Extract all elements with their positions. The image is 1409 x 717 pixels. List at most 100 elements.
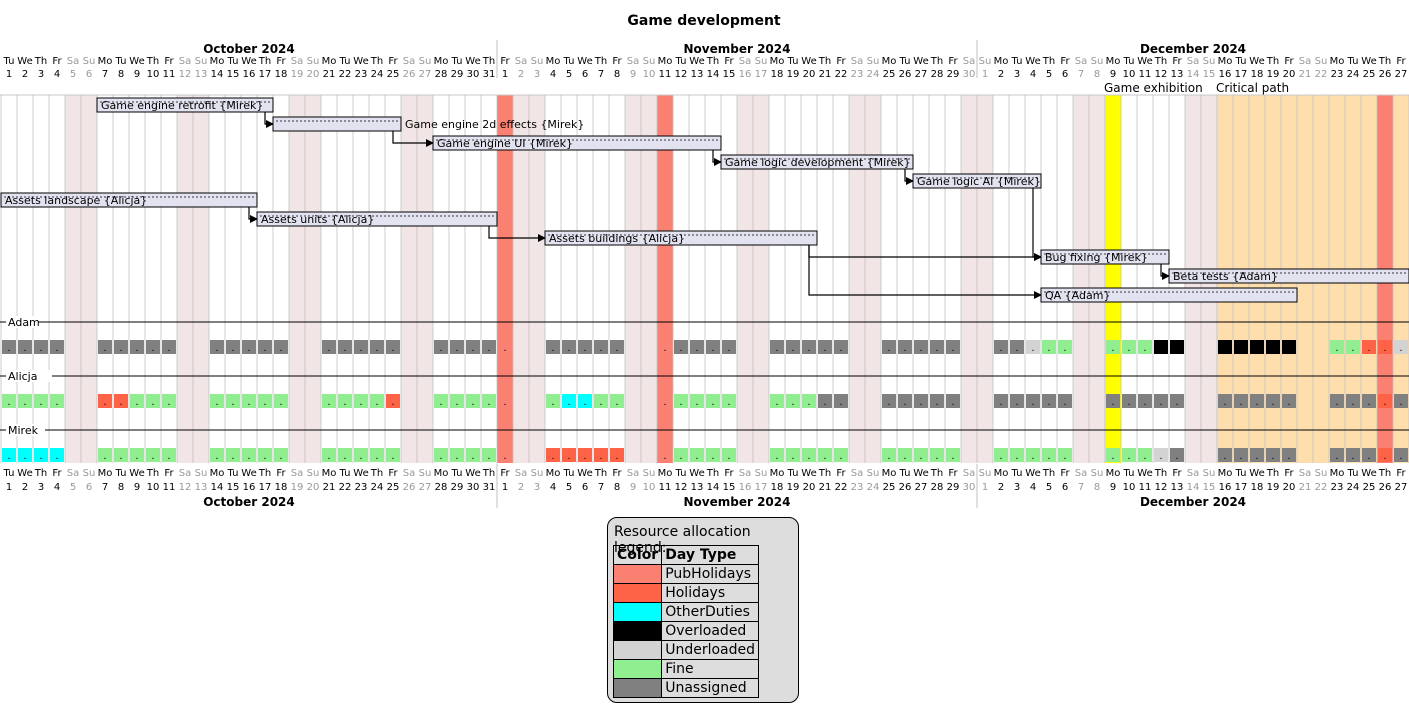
weekday-label-bottom: Tu — [1123, 468, 1135, 479]
weekday-label-bottom: Mo — [322, 468, 337, 479]
resource-day-cell — [1282, 448, 1296, 462]
resource-day-dot: . — [1175, 397, 1178, 408]
resource-day-dot: . — [1271, 397, 1274, 408]
resource-day-cell — [338, 340, 352, 354]
resource-day-dot: . — [1047, 451, 1050, 462]
month-label-top: October 2024 — [203, 42, 295, 56]
day-number-top: 26 — [1379, 69, 1392, 80]
day-number-bottom: 2 — [22, 482, 28, 493]
resource-day-dot: . — [839, 451, 842, 462]
weekday-label-top: Tu — [115, 56, 127, 67]
resource-day-cell — [130, 448, 144, 462]
resource-day-cell — [482, 340, 496, 354]
weekday-label-top: We — [577, 56, 592, 67]
day-number-top: 31 — [483, 69, 496, 80]
day-number-top: 7 — [102, 69, 108, 80]
resource-day-cell — [498, 340, 512, 354]
legend-swatch — [612, 678, 663, 698]
resource-day-cell — [1282, 340, 1296, 354]
weekday-label-top: Fr — [1284, 56, 1294, 67]
weekday-label-top: Mo — [770, 56, 785, 67]
resource-day-cell — [114, 448, 128, 462]
resource-day-cell — [1058, 448, 1072, 462]
resource-day-cell — [146, 448, 160, 462]
day-number-top: 1 — [502, 69, 508, 80]
legend-label: Underloaded — [661, 640, 760, 660]
day-number-bottom: 27 — [915, 482, 928, 493]
resource-day-dot: . — [55, 451, 58, 462]
resource-day-dot: . — [727, 451, 730, 462]
resource-day-dot: . — [1111, 451, 1114, 462]
day-number-top: 1 — [982, 69, 988, 80]
resource-day-dot: . — [615, 343, 618, 354]
day-number-top: 4 — [550, 69, 556, 80]
day-number-top: 9 — [134, 69, 140, 80]
day-number-top: 15 — [723, 69, 736, 80]
resource-day-cell — [930, 394, 944, 408]
day-number-bottom: 8 — [1094, 482, 1100, 493]
legend-swatch — [612, 640, 663, 660]
resource-day-dot: . — [1143, 451, 1146, 462]
resource-day-dot: . — [279, 451, 282, 462]
resource-day-dot: . — [103, 451, 106, 462]
resource-day-cell — [786, 448, 800, 462]
resource-day-cell — [130, 394, 144, 408]
resource-day-dot: . — [455, 451, 458, 462]
resource-day-dot: . — [1335, 451, 1338, 462]
resource-day-cell — [146, 394, 160, 408]
resource-day-dot: . — [1047, 343, 1050, 354]
resource-day-cell — [930, 340, 944, 354]
day-number-top: 9 — [630, 69, 636, 80]
weekday-label-bottom: Tu — [899, 468, 911, 479]
resource-day-cell — [450, 394, 464, 408]
resource-day-dot: . — [583, 451, 586, 462]
resource-day-dot: . — [1031, 397, 1034, 408]
resource-day-cell — [786, 340, 800, 354]
weekday-label-bottom: Th — [706, 468, 719, 479]
resource-day-cell — [1346, 448, 1360, 462]
day-number-top: 12 — [1155, 69, 1168, 80]
resource-day-cell — [162, 340, 176, 354]
day-number-top: 19 — [787, 69, 800, 80]
resource-day-dot: . — [839, 397, 842, 408]
weekday-label-top: Sa — [67, 56, 79, 67]
weekday-label-top: Th — [146, 56, 159, 67]
resource-day-cell — [1106, 394, 1120, 408]
weekday-label-bottom: We — [465, 468, 480, 479]
day-number-bottom: 2 — [998, 482, 1004, 493]
resource-day-dot: . — [263, 451, 266, 462]
resource-day-dot: . — [455, 397, 458, 408]
resource-day-cell — [834, 340, 848, 354]
resource-day-cell — [578, 448, 592, 462]
legend-label: Fine — [661, 659, 760, 679]
day-number-top: 14 — [707, 69, 720, 80]
resource-day-cell — [18, 448, 32, 462]
weekday-label-bottom: Th — [34, 468, 47, 479]
weekday-label-bottom: Mo — [770, 468, 785, 479]
resource-day-dot: . — [1399, 343, 1402, 354]
day-number-top: 5 — [70, 69, 76, 80]
day-number-top: 10 — [1123, 69, 1136, 80]
weekday-label-bottom: We — [353, 468, 368, 479]
day-number-bottom: 25 — [1363, 482, 1376, 493]
weekday-label-top: Fr — [500, 56, 510, 67]
weekend-column — [305, 95, 321, 463]
resource-day-dot: . — [1255, 451, 1258, 462]
month-label-bottom: November 2024 — [684, 495, 791, 509]
day-number-bottom: 5 — [566, 482, 572, 493]
resource-day-dot: . — [1367, 343, 1370, 354]
resource-day-dot: . — [1271, 451, 1274, 462]
day-number-bottom: 15 — [1203, 482, 1216, 493]
day-number-top: 23 — [1331, 69, 1344, 80]
resource-day-dot: . — [263, 343, 266, 354]
weekday-label-bottom: Sa — [179, 468, 191, 479]
resource-day-cell — [370, 394, 384, 408]
resource-day-cell — [466, 448, 480, 462]
day-number-top: 14 — [211, 69, 224, 80]
resource-day-dot: . — [391, 397, 394, 408]
weekday-label-top: Fr — [836, 56, 846, 67]
resource-name: Alicja — [8, 370, 37, 383]
resource-day-dot: . — [1111, 343, 1114, 354]
resource-day-cell — [674, 394, 688, 408]
day-number-top: 3 — [38, 69, 44, 80]
